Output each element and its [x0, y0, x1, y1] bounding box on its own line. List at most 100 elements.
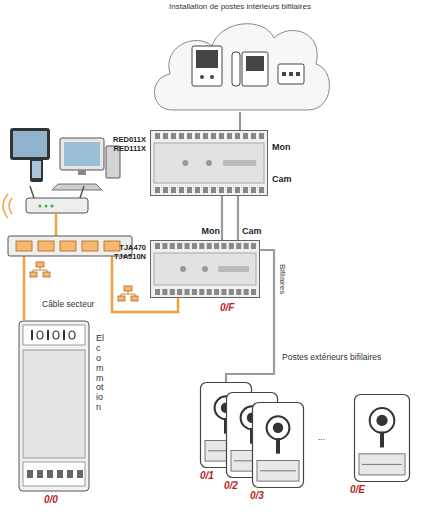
- switch-icon: [38, 241, 54, 251]
- station-body: [355, 395, 410, 482]
- terminal-rows: [211, 133, 216, 139]
- switch-icon: [8, 236, 132, 256]
- elcom-panel-outline: [23, 350, 85, 458]
- terminal-rows: [187, 187, 192, 193]
- interface-module-outline: [206, 160, 212, 166]
- cloud-heading: Installation de postes intérieurs bifila…: [148, 2, 332, 11]
- terminal-rows: [203, 133, 208, 139]
- terminal-rows: [155, 243, 160, 249]
- vertical-brand: Elcom motion: [96, 334, 105, 413]
- terminal-rows: [177, 289, 182, 295]
- network-symbol: [30, 272, 37, 277]
- terminal-rows: [227, 133, 232, 139]
- terminal-rows: [219, 187, 224, 193]
- panel-body: [19, 321, 89, 491]
- terminal-rows: [155, 133, 160, 139]
- indoor-installation-cloud-outline: [148, 2, 332, 114]
- terminal-rows: [214, 243, 219, 249]
- switch-icon: [16, 241, 32, 251]
- network-symbol: [36, 262, 44, 267]
- network-symbol: [33, 267, 47, 272]
- model-name: RED011X RED111X: [96, 136, 146, 153]
- group-label: Postes extérieurs bifilaires: [282, 352, 381, 362]
- terminal-rows: [229, 289, 234, 295]
- outdoor-station-outline: [273, 423, 283, 433]
- port-label: Mon: [272, 142, 302, 152]
- terminal-rows: [177, 243, 182, 249]
- indoor-monitor-icons: [210, 75, 214, 79]
- elcom-panel-outline: [37, 331, 43, 339]
- elcom-panel-outline: [53, 331, 59, 339]
- switch-icon: [82, 241, 98, 251]
- port-label: Cam: [242, 226, 270, 236]
- terminal-rows: [236, 289, 241, 295]
- interface-module-outline: [150, 130, 268, 196]
- router-icon: [51, 205, 54, 208]
- elcom-panel-outline: [47, 470, 53, 478]
- port-label: Cam: [272, 174, 302, 184]
- network-symbol: [30, 262, 50, 277]
- outdoor-station: 0/3: [252, 402, 304, 488]
- terminal-rows: [185, 289, 190, 295]
- gateway-module-outline: [180, 266, 186, 272]
- phone-icon: [30, 158, 43, 182]
- terminal-rows: [207, 243, 212, 249]
- terminal-rows: [155, 243, 256, 295]
- terminal-rows: [235, 133, 240, 139]
- indoor-monitor-icons: [289, 72, 293, 76]
- terminal-rows: [199, 289, 204, 295]
- network-symbol: [121, 291, 135, 296]
- terminal-rows: [211, 187, 216, 193]
- terminal-rows: [259, 187, 264, 193]
- terminal-rows: [251, 289, 256, 295]
- elcom-panel-outline: [77, 470, 83, 478]
- terminal-rows: [187, 133, 192, 139]
- router-icon: [80, 186, 84, 198]
- terminal-rows: [155, 187, 160, 193]
- elcom-panel-outline: [63, 330, 65, 340]
- outdoor-station-outline: [257, 460, 299, 481]
- ethernet-wires: [55, 213, 58, 236]
- wire-label: Bifilaires: [278, 264, 287, 294]
- terminal-rows: [162, 243, 167, 249]
- gateway-module-outline: [154, 253, 256, 285]
- terminal-rows: [162, 289, 167, 295]
- din-module-body: [151, 131, 268, 196]
- elcom-panel: Elcom motion0/0: [18, 320, 114, 492]
- camera-lens: [370, 408, 395, 433]
- terminal-rows: [195, 187, 200, 193]
- router-icon: [3, 186, 88, 218]
- terminal-rows: [163, 187, 168, 193]
- camera-lens: [267, 416, 290, 439]
- indoor-installation-cloud: Installation de postes intérieurs bifila…: [148, 2, 332, 114]
- ethernet-wires: [23, 251, 26, 320]
- terminal-rows: [259, 133, 264, 139]
- network-symbol: [118, 296, 125, 301]
- outdoor-station-outline: [354, 394, 410, 482]
- terminal-rows: [207, 289, 212, 295]
- terminal-rows: [155, 289, 160, 295]
- indoor-monitor-icons: [192, 46, 222, 86]
- outdoor-station-outline: [380, 432, 384, 448]
- indoor-monitor-icons: [278, 64, 304, 84]
- terminal-rows: [229, 243, 234, 249]
- bus-wire: [221, 196, 223, 240]
- terminal-rows: [185, 243, 190, 249]
- outdoor-station: 0/E: [354, 394, 410, 482]
- outdoor-station-outline: [260, 470, 296, 471]
- indoor-monitor-icons: [232, 52, 240, 86]
- terminal-rows: [251, 243, 256, 249]
- outdoor-station-outline: [362, 464, 402, 465]
- outdoor-station-outline: [276, 438, 280, 453]
- terminal-rows: [171, 187, 176, 193]
- model-name: TJA470 TJA510N: [96, 244, 146, 261]
- terminal-rows: [163, 133, 168, 139]
- router-icon: [45, 205, 48, 208]
- terminal-rows: [179, 133, 184, 139]
- terminal-rows: [192, 243, 197, 249]
- indoor-monitor-icons: [200, 75, 204, 79]
- address-number: 0/1: [200, 470, 224, 482]
- elcom-panel-outline: [23, 325, 85, 345]
- phone-icon: [30, 158, 43, 182]
- terminal-rows: [221, 243, 226, 249]
